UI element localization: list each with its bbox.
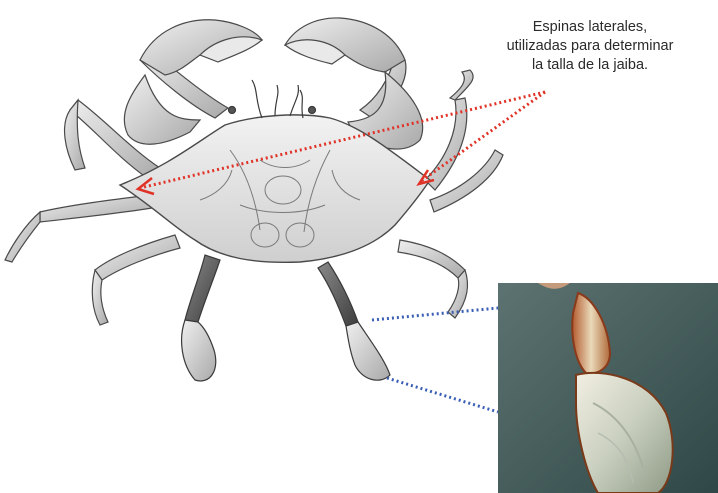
antennae xyxy=(252,80,303,118)
left-leg-3 xyxy=(95,235,180,280)
right-paddle xyxy=(318,262,358,326)
paddle-leg-photo xyxy=(498,283,718,493)
right-eye xyxy=(309,107,316,114)
left-paddle xyxy=(185,255,220,322)
left-paddle-tip xyxy=(182,320,216,381)
annotation-line-2: utilizadas para determinar xyxy=(470,37,710,56)
right-paddle-tip xyxy=(346,322,390,380)
left-leg-2-tip xyxy=(5,212,40,262)
left-eye xyxy=(229,107,236,114)
blue-pointer-top xyxy=(372,308,498,320)
blue-pointer-bottom xyxy=(387,378,498,412)
lateral-spines-annotation: Espinas laterales, utilizadas para deter… xyxy=(470,18,710,75)
annotation-line-3: la talla de la jaiba. xyxy=(470,56,710,75)
annotation-line-1: Espinas laterales, xyxy=(470,18,710,37)
left-leg-2 xyxy=(40,195,152,222)
right-leg-3 xyxy=(398,240,465,278)
